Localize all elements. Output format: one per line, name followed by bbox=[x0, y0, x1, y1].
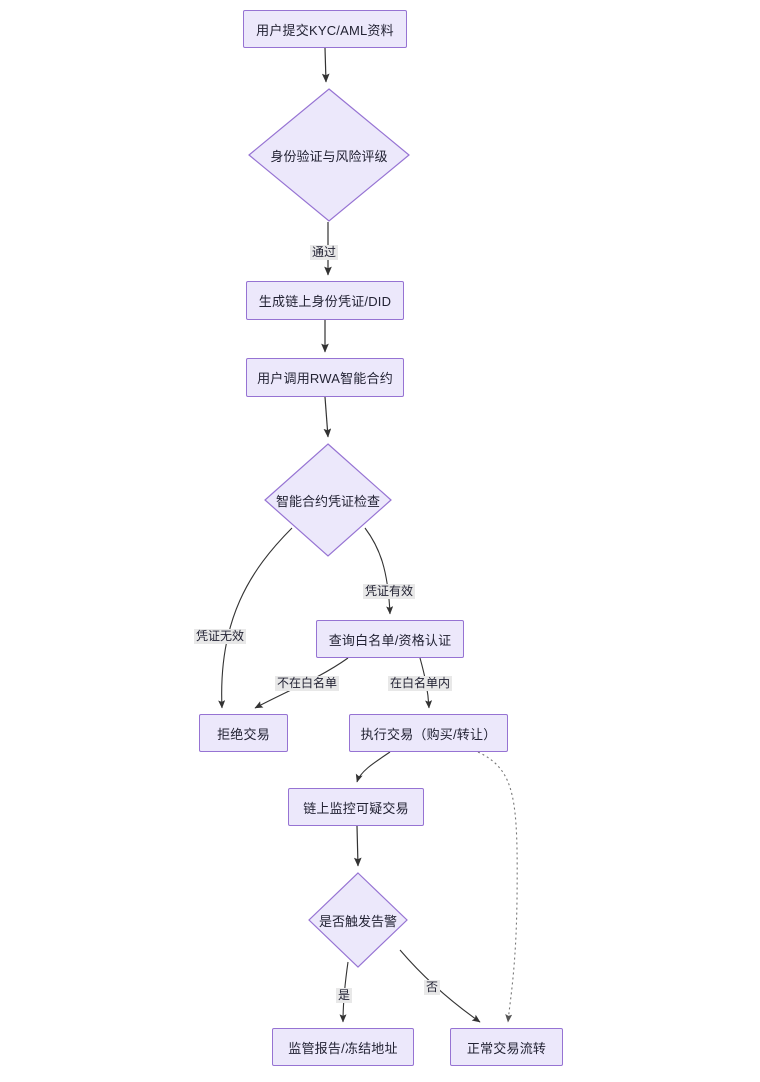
node-label: 执行交易（购买/转让） bbox=[360, 726, 497, 742]
node-label: 身份验证与风险评级 bbox=[270, 148, 388, 164]
node-label: 正常交易流转 bbox=[466, 1040, 547, 1056]
diamond-shape bbox=[248, 88, 410, 222]
node-label: 用户提交KYC/AML资料 bbox=[256, 22, 394, 38]
node-label: 是否触发告警 bbox=[318, 913, 397, 929]
node-label: 用户调用RWA智能合约 bbox=[257, 371, 393, 386]
node-call-rwa-contract[interactable]: 用户调用RWA智能合约 bbox=[246, 358, 404, 397]
node-label: 查询白名单/资格认证 bbox=[328, 632, 452, 648]
diamond-shape bbox=[308, 872, 408, 968]
diamond-shape bbox=[264, 443, 392, 557]
node-label: 拒绝交易 bbox=[217, 726, 270, 742]
node-identity-verification[interactable]: 身份验证与风险评级 bbox=[248, 88, 410, 222]
node-normal-transaction-flow[interactable]: 正常交易流转 bbox=[450, 1028, 563, 1066]
node-whitelist-query[interactable]: 查询白名单/资格认证 bbox=[316, 620, 464, 658]
node-label: 链上监控可疑交易 bbox=[303, 800, 409, 816]
node-contract-credential-check[interactable]: 智能合约凭证检查 bbox=[264, 443, 392, 557]
edge-n1-n2 bbox=[321, 47, 330, 83]
edge-label-credential-invalid: 凭证无效 bbox=[194, 629, 247, 644]
edge-label-pass: 通过 bbox=[310, 245, 339, 260]
edge-n5-n6 bbox=[364, 527, 394, 615]
edge-n9-n10 bbox=[353, 825, 362, 867]
node-regulatory-report[interactable]: 监管报告/冻结地址 bbox=[272, 1028, 414, 1066]
edge-label-yes: 是 bbox=[336, 988, 353, 1003]
node-generate-did[interactable]: 生成链上身份凭证/DID bbox=[246, 281, 404, 320]
edge-n4-n5 bbox=[323, 396, 332, 438]
edge-label-not-in-whitelist: 不在白名单 bbox=[275, 676, 340, 691]
node-reject-transaction[interactable]: 拒绝交易 bbox=[199, 714, 288, 752]
edge-n5-n7 bbox=[218, 527, 293, 709]
edge-n8-n9 bbox=[355, 751, 391, 783]
node-execute-transaction[interactable]: 执行交易（购买/转让） bbox=[349, 714, 508, 752]
node-label: 生成链上身份凭证/DID bbox=[258, 294, 392, 309]
edge-n10-n12 bbox=[399, 949, 481, 1023]
edge-label-no: 否 bbox=[424, 980, 441, 995]
node-onchain-monitoring[interactable]: 链上监控可疑交易 bbox=[288, 788, 424, 826]
node-label: 智能合约凭证检查 bbox=[275, 493, 380, 509]
node-submit-kyc[interactable]: 用户提交KYC/AML资料 bbox=[243, 10, 407, 48]
node-label: 监管报告/冻结地址 bbox=[288, 1040, 398, 1056]
edge-label-in-whitelist: 在白名单内 bbox=[388, 676, 453, 691]
edge-label-credential-valid: 凭证有效 bbox=[363, 584, 416, 599]
node-alert-triggered[interactable]: 是否触发告警 bbox=[308, 872, 408, 968]
edge-n8-n12 bbox=[477, 751, 518, 1023]
